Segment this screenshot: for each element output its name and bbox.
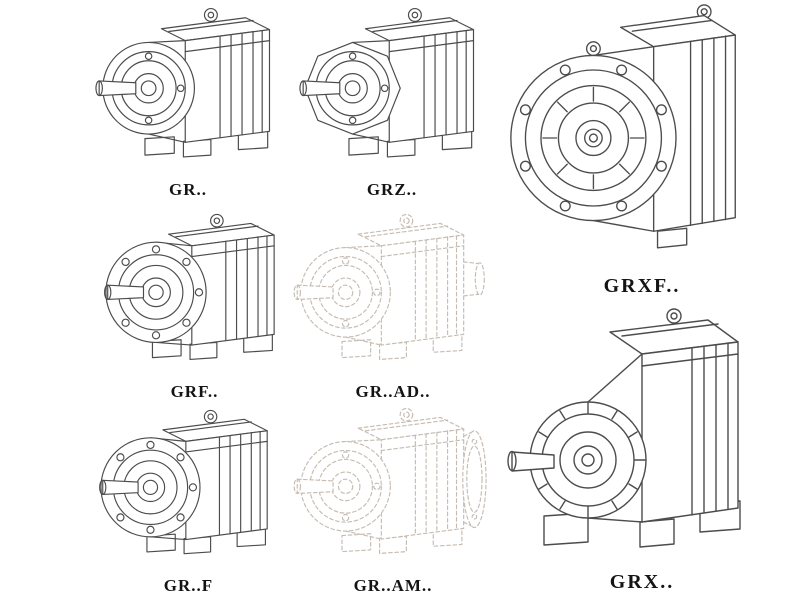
gearbox-drawing-gr-f — [86, 406, 291, 574]
figure-grx: GRX.. — [492, 300, 792, 594]
gearbox-drawing-grz — [292, 4, 492, 178]
gearbox-drawing-grx — [492, 300, 792, 570]
figure-label-grf: GRF.. — [170, 382, 219, 401]
figure-label-grz: GRZ.. — [366, 180, 418, 199]
gearbox-drawing-gr — [88, 4, 288, 178]
figure-gr: GR.. — [88, 4, 288, 202]
gearbox-drawing-gr-am — [288, 404, 498, 574]
figure-label-gr-am: GR..AM.. — [353, 576, 433, 595]
figure-label-grxf: GRXF.. — [603, 275, 681, 297]
figure-grf: GRF.. — [92, 210, 297, 404]
figure-label-gr-ad: GR..AD.. — [355, 382, 431, 401]
figure-grxf: GRXF.. — [492, 2, 792, 298]
figure-label-gr-f: GR..F — [163, 576, 214, 595]
gearbox-drawing-grxf — [492, 2, 792, 274]
figure-gr-f: GR..F — [86, 406, 291, 598]
figure-grz: GRZ.. — [292, 4, 492, 202]
figure-gr-ad: GR..AD.. — [288, 210, 498, 404]
figure-gr-am: GR..AM.. — [288, 404, 498, 598]
figure-label-gr: GR.. — [169, 180, 207, 199]
figure-label-grx: GRX.. — [609, 571, 675, 593]
gearbox-drawing-grf — [92, 210, 297, 380]
gearbox-drawing-gr-ad — [288, 210, 498, 380]
